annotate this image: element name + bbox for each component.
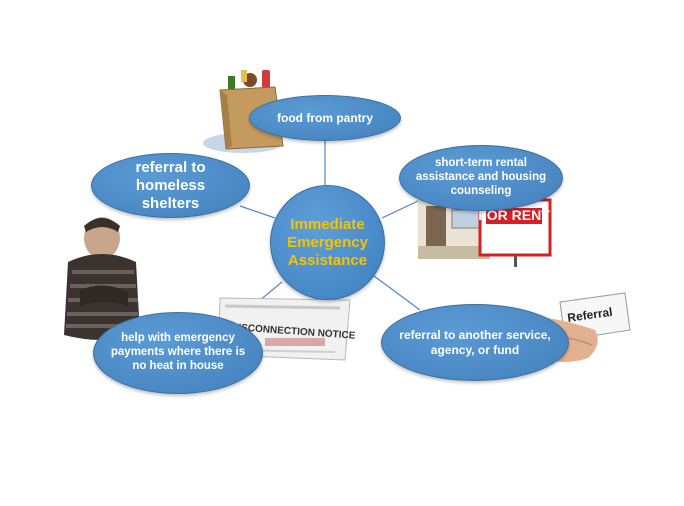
- node-homeless-label: referral to homeless shelters: [135, 158, 206, 212]
- node-rental-label: short-term rental assistance and housing…: [415, 157, 547, 197]
- connector-rental: [381, 199, 421, 219]
- node-referral-label: referral to another service, agency, or …: [399, 328, 551, 357]
- grocery-bag-icon: [203, 70, 284, 153]
- node-rental-assistance: short-term rental assistance and housing…: [399, 145, 563, 211]
- node-homeless-shelters: referral to homeless shelters: [91, 153, 250, 218]
- connector-homeless: [239, 205, 276, 219]
- node-food-from-pantry: food from pantry: [249, 95, 401, 141]
- node-heat-payments: help with emergency payments where there…: [93, 312, 263, 394]
- for-rent-text: FOR RENT: [478, 207, 550, 223]
- connector-referral: [373, 275, 421, 311]
- node-referral-agency: referral to another service, agency, or …: [381, 304, 569, 381]
- referral-card-text: Referral: [566, 305, 613, 325]
- person-in-sweater-image: [64, 217, 140, 340]
- node-food-label: food from pantry: [277, 110, 373, 125]
- center-node: Immediate Emergency Assistance: [270, 185, 385, 300]
- node-heat-label: help with emergency payments where there…: [110, 332, 246, 372]
- center-node-label: Immediate Emergency Assistance: [287, 215, 368, 269]
